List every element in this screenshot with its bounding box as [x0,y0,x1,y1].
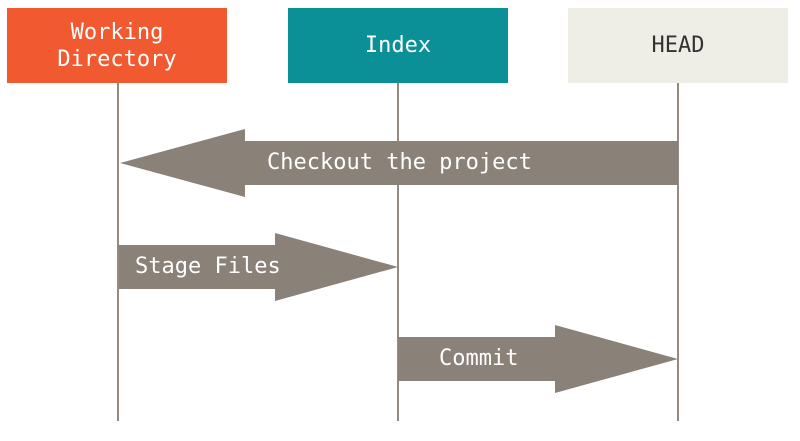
index-lifeline [397,83,399,421]
stage-files-label: Stage Files [135,254,281,279]
head-box: HEAD [568,8,788,83]
working-directory-lifeline [117,83,119,421]
index-label: Index [364,33,432,58]
head-lifeline [677,83,679,421]
commit-arrow [398,325,678,393]
working-directory-label: Working Directory [57,19,177,72]
head-label: HEAD [651,33,705,58]
working-directory-box: Working Directory [7,8,227,83]
checkout-arrow [120,129,678,197]
index-box: Index [288,8,508,83]
checkout-label: Checkout the project [267,150,532,175]
commit-label: Commit [439,346,519,371]
stage-files-arrow [119,233,398,301]
